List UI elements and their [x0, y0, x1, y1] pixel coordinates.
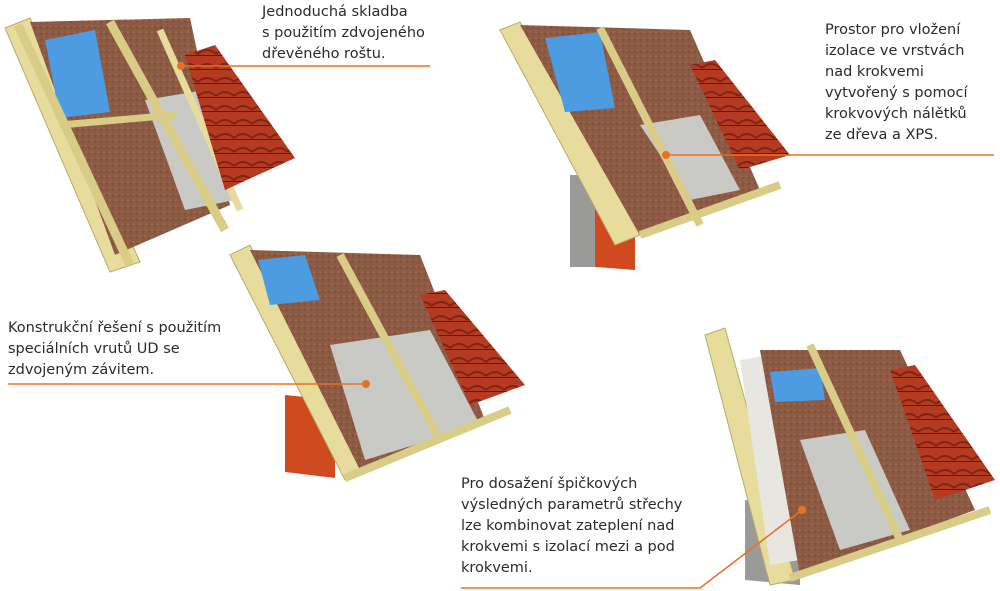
- roof-detail-2: [499, 21, 790, 270]
- rafter-2a: [596, 26, 704, 227]
- callout-text-1: Jednoduchá skladba s použitím zdvojeného…: [262, 4, 425, 62]
- callout-text-4: Pro dosažení špičkových výsledných param…: [461, 476, 683, 576]
- callout-text-2: Prostor pro vložení izolace ve vrstvách …: [825, 22, 968, 143]
- roof-detail-1: [4, 17, 295, 273]
- rafter-3a: [336, 253, 444, 442]
- foil-sheet-2: [640, 115, 740, 200]
- leader-dot-1: [177, 62, 185, 70]
- vapor-membrane-4: [770, 368, 825, 402]
- roof-tiles-2: [690, 60, 790, 170]
- roof-tiles-4: [890, 365, 995, 500]
- roof-tiles-1: [185, 45, 295, 190]
- roof-detail-3: [229, 244, 525, 482]
- batten-3a: [343, 406, 512, 482]
- leader-dot-3: [362, 380, 370, 388]
- leader-dot-2: [662, 151, 670, 159]
- leader-dot-4: [798, 506, 806, 514]
- leader-line-4: [461, 509, 803, 589]
- foil-sheet-4: [800, 430, 910, 550]
- vapor-membrane-3: [258, 255, 320, 305]
- rafter-1a: [13, 23, 135, 267]
- vapor-membrane-1: [45, 30, 110, 118]
- plaster-board-4: [740, 355, 800, 565]
- batten-4a: [788, 506, 992, 582]
- rafter-4a: [806, 343, 904, 542]
- vapor-membrane-2: [545, 32, 615, 112]
- leader-lines: [8, 62, 994, 589]
- foil-sheet-3: [330, 330, 480, 460]
- rafter-1b: [106, 19, 229, 233]
- roof-tiles-3: [420, 290, 525, 405]
- roof-detail-4: [704, 327, 995, 586]
- batten-1a: [59, 111, 176, 129]
- callout-text-3: Konstrukční řešení s použitím speciálníc…: [8, 320, 222, 378]
- batten-2a: [638, 181, 782, 239]
